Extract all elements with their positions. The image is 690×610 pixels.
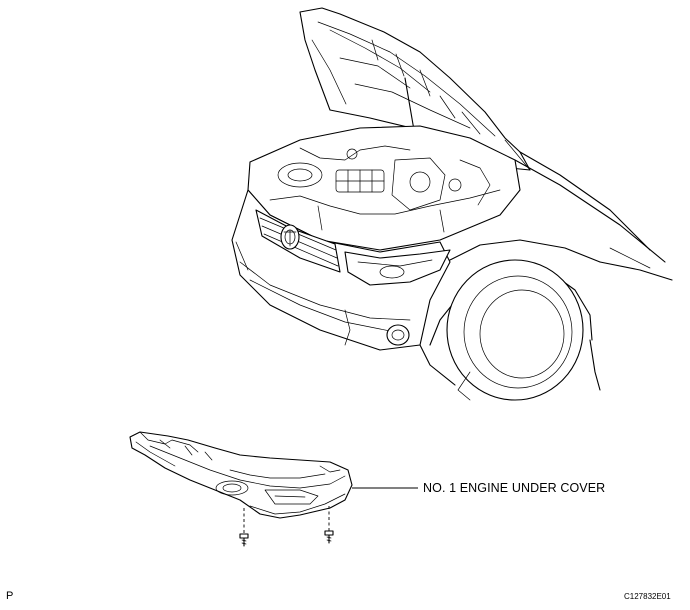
engine-bay [247,125,521,251]
front-wheel [429,259,601,401]
bolt-right [324,506,334,544]
vehicle-front-illustration [231,7,673,401]
body-side [449,159,673,281]
callout-label-engine-under-cover: NO. 1 ENGINE UNDER COVER [423,481,606,495]
front-fascia [231,189,451,351]
engine-under-cover-part [129,431,353,519]
corner-mark: P [6,590,14,602]
figure-code: C127832E01 [624,592,671,601]
bolt-left [239,508,249,547]
